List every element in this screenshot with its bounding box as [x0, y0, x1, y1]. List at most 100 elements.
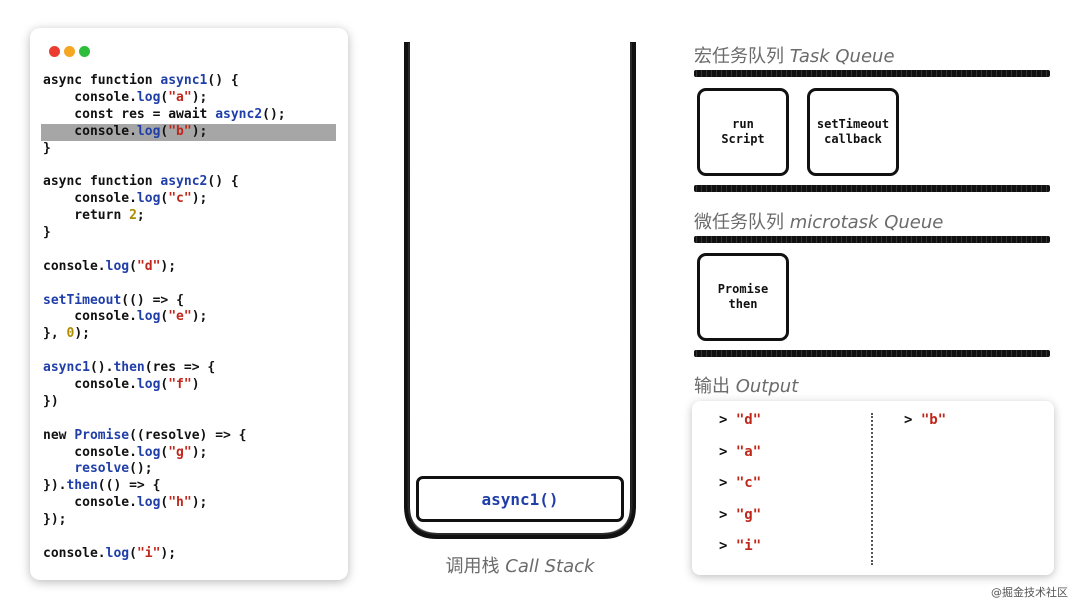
code-token: log [136, 377, 161, 393]
output-panel: > "d"> "a"> "c"> "g"> "i" > "b" [692, 401, 1054, 575]
code-token: "c" [168, 191, 192, 207]
code-token: ( [160, 191, 169, 207]
code-token: ( [160, 123, 169, 139]
minimize-dot-icon[interactable] [64, 46, 75, 57]
output-value: "b" [920, 412, 947, 428]
code-line: console.log("g"); [30, 445, 348, 462]
code-line [30, 529, 348, 546]
microtask-queue-title-en: microtask Queue [789, 212, 944, 233]
output-title-en: Output [735, 376, 799, 397]
code-token: ( [160, 377, 169, 393]
code-token: ( [129, 545, 137, 561]
code-line: return 2; [30, 208, 348, 225]
code-token: then [113, 360, 145, 376]
code-line: resolve(); [30, 461, 348, 478]
code-token: console. [43, 377, 137, 393]
code-token: ); [74, 326, 90, 342]
code-token: log [105, 545, 130, 561]
code-token: console. [43, 309, 137, 325]
output-value: "d" [735, 412, 762, 428]
output-value: "c" [735, 475, 762, 491]
microtask-item-line: Promise [717, 282, 769, 296]
task-queue-bottom-rule [694, 185, 1050, 192]
code-token: () { [207, 174, 239, 190]
code-block: async function async1() { console.log("a… [30, 73, 348, 563]
code-token: then [66, 478, 98, 494]
code-token: ); [191, 495, 208, 511]
code-token: log [136, 123, 161, 139]
microtask-queue-title-zh: 微任务队列 [694, 212, 784, 233]
code-line [30, 276, 348, 293]
code-token: resolve [74, 461, 130, 477]
output-prompt-icon: > [719, 412, 728, 428]
task-item-line: callback [824, 132, 882, 146]
code-token: }); [43, 512, 67, 528]
output-divider [871, 413, 873, 565]
window-controls [49, 46, 90, 57]
code-token: "b" [168, 123, 192, 139]
microtask-queue-item: Promise then [697, 253, 789, 341]
code-token: ); [191, 309, 208, 325]
code-line: } [30, 225, 348, 242]
code-line: console.log("f") [30, 377, 348, 394]
code-token [43, 461, 74, 476]
task-item-line: Script [721, 132, 765, 146]
code-token: (); [129, 461, 153, 477]
code-token: async1 [43, 360, 90, 376]
code-token: ); [191, 444, 208, 460]
output-prompt-icon: > [904, 412, 913, 428]
microtask-queue-title: 微任务队列 microtask Queue [694, 208, 943, 234]
stack-frame: async1() [416, 476, 624, 522]
code-line: console.log("c"); [30, 191, 348, 208]
output-line: > "d" [719, 411, 761, 443]
code-token: console. [43, 444, 137, 460]
code-token: console. [43, 495, 137, 511]
code-token: }, [43, 326, 67, 342]
output-prompt-icon: > [719, 538, 728, 554]
code-line: async function async1() { [30, 73, 348, 90]
code-line: console.log("d"); [30, 259, 348, 276]
output-column-left: > "d"> "a"> "c"> "g"> "i" [719, 411, 761, 569]
code-token: console. [43, 89, 137, 105]
code-token: return [43, 208, 130, 224]
code-line: console.log("i"); [30, 546, 348, 563]
code-line: console.log("h"); [30, 495, 348, 512]
code-token: async2 [160, 174, 208, 190]
code-token: () { [207, 73, 239, 88]
code-token: log [136, 444, 161, 460]
code-line: async1().then(res => { [30, 360, 348, 377]
maximize-dot-icon[interactable] [79, 46, 90, 57]
code-token: ( [160, 444, 169, 460]
code-line: }); [30, 512, 348, 529]
call-stack-label-zh: 调用栈 [445, 556, 500, 577]
code-token: ); [191, 123, 208, 139]
call-stack-label: 调用栈 Call Stack [400, 552, 640, 578]
output-prompt-icon: > [719, 506, 728, 523]
code-token: async1 [160, 73, 208, 88]
task-queue-item: run Script [697, 88, 789, 176]
code-token: log [136, 495, 161, 511]
close-dot-icon[interactable] [49, 46, 60, 57]
code-token: async function [43, 73, 161, 88]
output-value: "g" [735, 506, 762, 523]
code-token: 2 [129, 208, 137, 224]
code-line: const res = await async2(); [30, 107, 348, 124]
output-prompt-icon: > [719, 475, 728, 491]
call-stack-container-shape [404, 42, 636, 539]
code-line: setTimeout(() => { [30, 293, 348, 310]
code-token: log [136, 309, 161, 325]
code-token: log [136, 89, 161, 105]
code-line [30, 411, 348, 428]
code-token: async2 [215, 106, 263, 122]
task-queue-top-rule [694, 70, 1050, 77]
code-token: (() => { [97, 478, 161, 494]
code-token: } [43, 140, 51, 156]
output-line: > "a" [719, 443, 761, 475]
code-token: ( [129, 258, 137, 274]
code-token: ((resolve) => { [129, 427, 247, 443]
code-line: async function async2() { [30, 174, 348, 191]
output-title-zh: 输出 [694, 376, 730, 397]
code-line [30, 242, 348, 259]
code-token: }). [43, 478, 67, 494]
code-token: console. [43, 123, 137, 139]
